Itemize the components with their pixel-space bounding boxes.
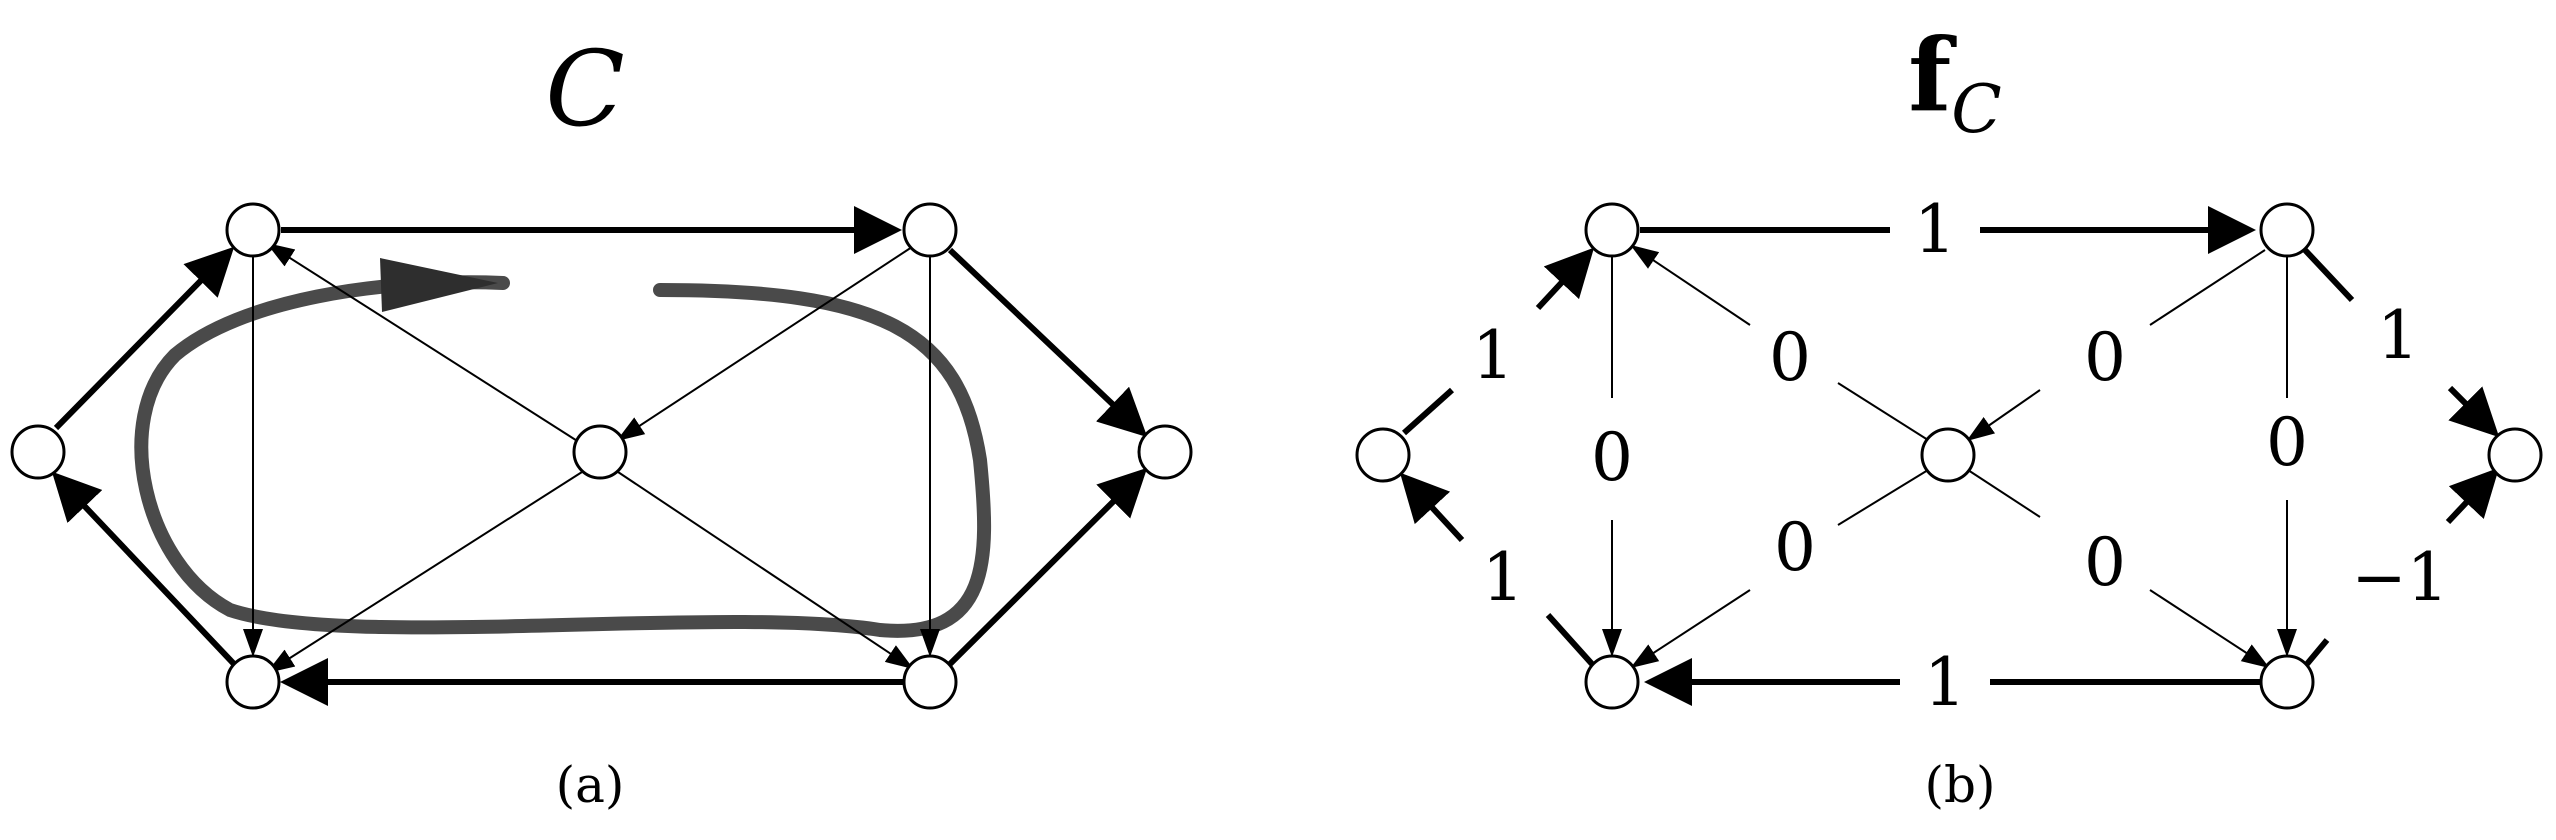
node-b-bottomright [2259, 654, 2315, 710]
label-b-diag-top-right: 0 [2084, 319, 2126, 396]
node-a-center [572, 424, 628, 480]
node-b-left [1355, 427, 1411, 483]
node-a-left [10, 424, 66, 480]
label-b-diag-bottom-left: 0 [1774, 509, 1816, 586]
edge-a-topright-to-center [616, 246, 913, 442]
label-b-upper-right: 1 [2377, 297, 2419, 374]
panel-a-caption: (a) [556, 756, 625, 814]
edge-a-bottomright-to-right [947, 467, 1148, 667]
edge-b-diag-topright-inner [1966, 389, 2041, 442]
edge-b-upperright-lower-part [2447, 385, 2500, 438]
edge-b-lowerright-upper-part [2445, 467, 2500, 525]
edge-b-upperright-upper-part [2302, 247, 2355, 303]
label-b-left-vertical: 0 [1591, 419, 1633, 496]
edge-a-bottomleft-to-left [51, 471, 237, 667]
edge-b-diag-bottomright-outer [2149, 589, 2270, 669]
panel-b-caption: (b) [1924, 756, 1995, 814]
node-a-bottomleft [225, 654, 281, 710]
edge-b-diag-topleft-outer [1630, 244, 1751, 326]
node-a-topright [902, 202, 958, 258]
label-b-upper-left: 1 [1472, 317, 1514, 394]
edge-b-diag-topright-outer [2149, 249, 2266, 326]
cycle-arrowhead [380, 258, 498, 312]
label-b-right-vertical: 0 [2266, 404, 2308, 481]
label-b-diag-top-left: 0 [1769, 319, 1811, 396]
edge-a-left-to-topleft [53, 246, 235, 431]
node-b-center [1920, 427, 1976, 483]
edge-b-lowerleft-lower-part [1545, 612, 1595, 667]
edge-a-center-to-bottomright [617, 471, 914, 670]
panel-b-title: fC [1908, 16, 2002, 148]
label-b-top: 1 [1914, 191, 1956, 268]
panel-a: C (a) [10, 28, 1193, 814]
label-b-lower-left: 1 [1482, 539, 1524, 616]
panel-b-title-main: f [1908, 16, 1957, 134]
edge-b-lowerleft-upper-part [1399, 472, 1465, 543]
cycle-curve [134, 275, 992, 638]
node-b-bottomleft [1584, 654, 1640, 710]
node-a-bottomright [902, 654, 958, 710]
edge-b-upperleft-upper-part [1535, 247, 1595, 311]
node-b-right [2487, 427, 2543, 483]
edge-b-lowerright-lower-part [2304, 638, 2330, 666]
node-a-topleft [225, 202, 281, 258]
edge-b-diag-topleft-inner [1837, 382, 1929, 441]
panel-b-title-sub: C [1951, 71, 2002, 148]
edge-b-diag-bottomright-inner [1967, 469, 2041, 518]
node-b-topright [2259, 202, 2315, 258]
node-b-topleft [1584, 202, 1640, 258]
edge-a-topright-to-right [947, 247, 1148, 438]
label-b-bottom: 1 [1924, 644, 1966, 721]
node-a-right [1137, 424, 1193, 480]
panel-b: fC 1 1 [1355, 16, 2543, 814]
edge-a-center-to-bottomleft [266, 471, 583, 674]
edge-a-center-to-topleft [266, 242, 583, 445]
edge-b-diag-bottomleft-inner [1837, 469, 1929, 526]
label-b-lower-right: −1 [2351, 539, 2448, 616]
panel-a-title: C [545, 28, 625, 150]
edge-b-diag-bottomleft-outer [1630, 589, 1751, 669]
edge-b-upperleft-lower-part [1401, 387, 1455, 436]
label-b-diag-bottom-right: 0 [2084, 524, 2126, 601]
